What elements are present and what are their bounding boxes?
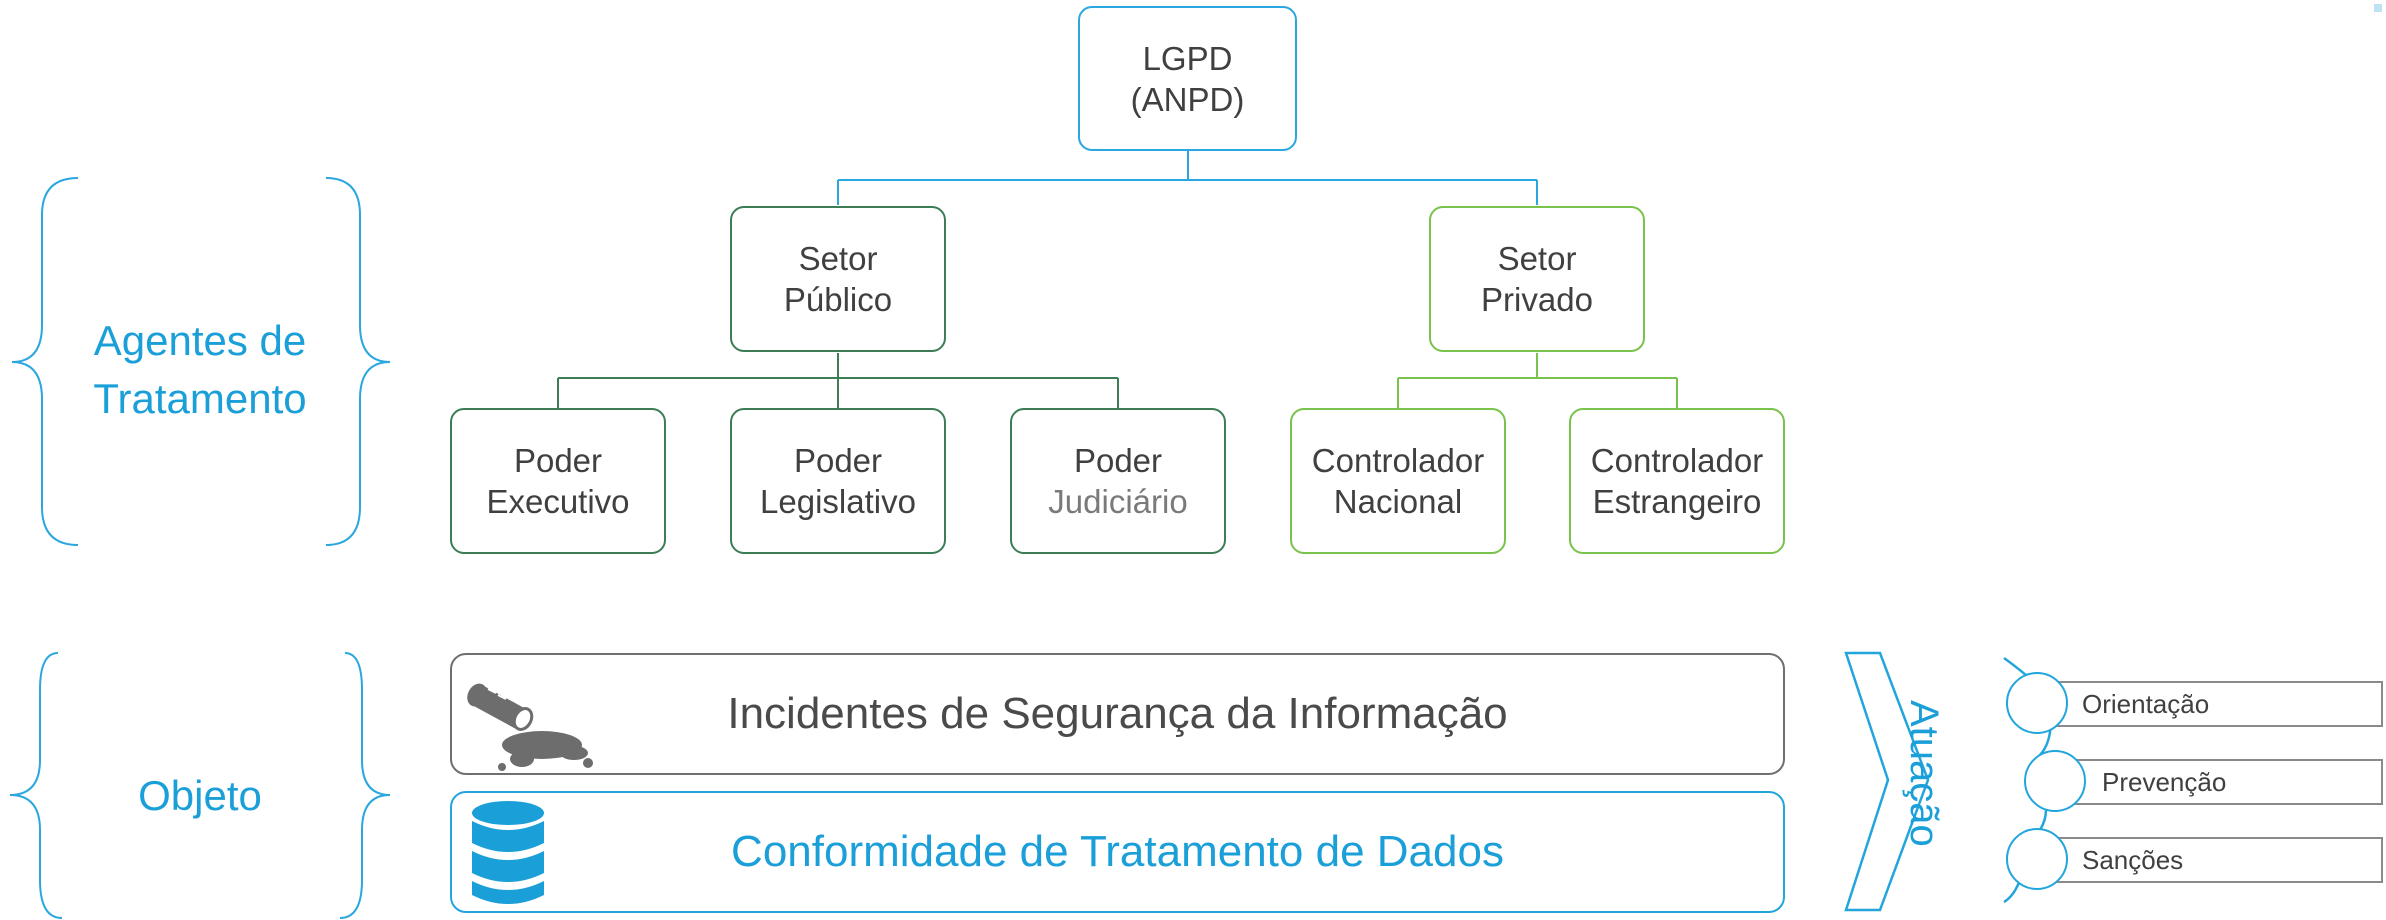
node-controlador-nacional-line2: Nacional bbox=[1333, 483, 1463, 520]
node-poder-judiciario: Poder Judiciário bbox=[1010, 408, 1226, 554]
agentes-right-brace bbox=[325, 177, 391, 546]
node-lgpd-line2: (ANPD) bbox=[1130, 80, 1245, 118]
node-controlador-estrangeiro-line1: Controlador bbox=[1590, 442, 1764, 479]
node-lgpd-line1: LGPD bbox=[1142, 39, 1233, 77]
node-setor-publico: Setor Público bbox=[730, 206, 946, 352]
atuacao-circle-1 bbox=[2006, 672, 2068, 734]
corner-marker bbox=[2374, 4, 2382, 12]
atuacao-label: Atuação bbox=[1902, 700, 1946, 847]
node-controlador-estrangeiro: Controlador Estrangeiro bbox=[1569, 408, 1785, 554]
objeto-right-brace bbox=[339, 652, 391, 919]
atuacao-item-sancoes: Sanções bbox=[2032, 837, 2383, 883]
banner-conformidade: Conformidade de Tratamento de Dados bbox=[450, 791, 1785, 913]
banner-incidentes-text: Incidentes de Segurança da Informação bbox=[727, 689, 1508, 738]
atuacao-item-sancoes-label: Sanções bbox=[2082, 844, 2184, 875]
atuacao-item-orientacao: Orientação bbox=[2032, 681, 2383, 727]
atuacao-item-prevencao-label: Prevenção bbox=[2102, 766, 2227, 797]
agentes-label-line2: Tratamento bbox=[93, 375, 307, 422]
agentes-left-brace bbox=[11, 177, 79, 546]
banner-incidentes: Incidentes de Segurança da Informação bbox=[450, 653, 1785, 775]
agentes-label: Agentes de Tratamento bbox=[60, 312, 340, 428]
node-poder-judiciario-line1: Poder bbox=[1073, 442, 1163, 479]
node-setor-publico-line2: Público bbox=[783, 281, 893, 318]
atuacao-circle-2 bbox=[2024, 750, 2086, 812]
node-poder-legislativo-line1: Poder bbox=[793, 442, 883, 479]
atuacao-circle-3 bbox=[2006, 828, 2068, 890]
node-poder-executivo-line2: Executivo bbox=[486, 483, 630, 520]
node-setor-privado-line1: Setor bbox=[1497, 240, 1577, 277]
node-controlador-estrangeiro-line2: Estrangeiro bbox=[1592, 483, 1762, 520]
atuacao-item-prevencao: Prevenção bbox=[2052, 759, 2383, 805]
node-lgpd: LGPD (ANPD) bbox=[1078, 6, 1297, 151]
node-setor-privado-line2: Privado bbox=[1481, 281, 1593, 318]
database-icon bbox=[472, 801, 544, 904]
node-controlador-nacional-line1: Controlador bbox=[1311, 442, 1485, 479]
node-poder-executivo: Poder Executivo bbox=[450, 408, 666, 554]
chevron-arrow bbox=[1844, 651, 1930, 912]
node-poder-legislativo-line2: Legislativo bbox=[760, 483, 916, 520]
spilled-barrel-icon bbox=[467, 683, 593, 771]
objeto-label-text: Objeto bbox=[138, 772, 262, 819]
atuacao-item-orientacao-label: Orientação bbox=[2082, 688, 2210, 719]
agentes-label-line1: Agentes de bbox=[93, 317, 307, 364]
node-controlador-nacional: Controlador Nacional bbox=[1290, 408, 1506, 554]
node-poder-legislativo: Poder Legislativo bbox=[730, 408, 946, 554]
node-setor-privado: Setor Privado bbox=[1429, 206, 1645, 352]
objeto-left-brace bbox=[9, 652, 63, 919]
banner-conformidade-text: Conformidade de Tratamento de Dados bbox=[731, 827, 1504, 876]
node-poder-executivo-line1: Poder bbox=[513, 442, 603, 479]
objeto-label: Objeto bbox=[60, 767, 340, 825]
node-poder-judiciario-line2: Judiciário bbox=[1048, 483, 1188, 520]
node-setor-publico-line1: Setor bbox=[798, 240, 878, 277]
